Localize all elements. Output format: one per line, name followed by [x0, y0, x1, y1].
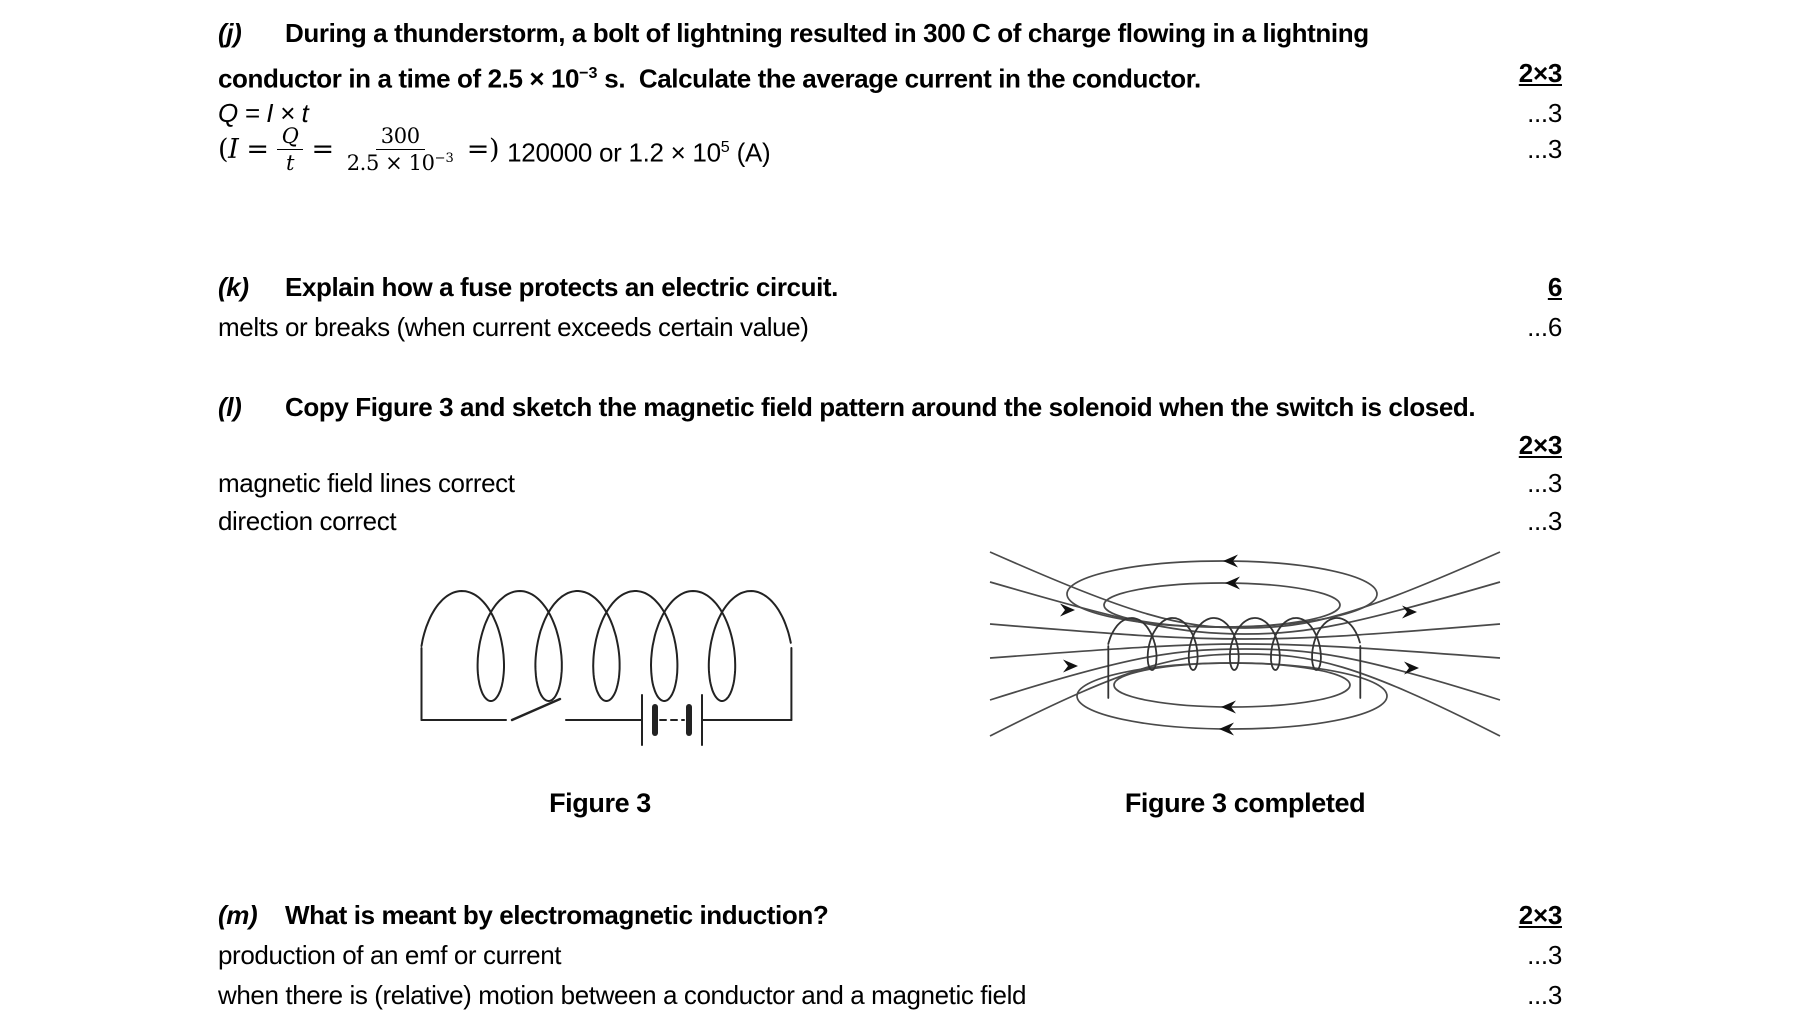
figure3-completed-svg [989, 551, 1501, 737]
question-l-point1: magnetic field lines correct [218, 468, 515, 498]
question-j-marks-total: 2×3 [1518, 58, 1563, 88]
question-j-text1: During a thunderstorm, a bolt of lightni… [285, 18, 1369, 48]
question-j-formula: (I = Q t = 300 2.5 × 10−3 =) 120000 or 1… [218, 124, 771, 176]
question-k-answer-marks: ...6 [1527, 312, 1562, 342]
question-m-point2-marks: ...3 [1527, 980, 1562, 1010]
question-j-line2: conductor in a time of 2.5 × 10−3 s. Cal… [218, 58, 1201, 94]
figure3-completed-caption: Figure 3 completed [1124, 788, 1366, 818]
figure3-circuit-svg [420, 589, 793, 746]
question-m-label: (m) [218, 900, 258, 930]
question-m-line: (m) What is meant by electromagnetic indu… [218, 900, 829, 930]
question-j-text2: conductor in a time of 2.5 × 10 [218, 63, 580, 94]
question-j-line1: (j) During a thunderstorm, a bolt of ligh… [218, 18, 1369, 48]
question-j-exponent: −3 [579, 64, 598, 82]
question-l-label: (l) [218, 392, 242, 422]
formula-denominator-exponent: −3 [434, 151, 454, 167]
question-j-work2-marks: ...3 [1527, 134, 1562, 164]
question-k-answer: melts or breaks (when current exceeds ce… [218, 312, 809, 342]
formula-result: 120000 or 1.2 × 105 (A) [507, 137, 771, 168]
question-j-work1-marks: ...3 [1527, 98, 1562, 128]
question-k-marks-total: 6 [1547, 272, 1562, 302]
question-l-text: Copy Figure 3 and sketch the magnetic fi… [285, 392, 1476, 422]
question-m-point1-marks: ...3 [1527, 940, 1562, 970]
question-l-point1-marks: ...3 [1527, 468, 1562, 498]
question-l-point2-marks: ...3 [1527, 506, 1562, 536]
question-k-text: Explain how a fuse protects an electric … [285, 272, 838, 302]
question-j-text3: s. Calculate the average current in the … [597, 63, 1201, 94]
question-j-work1: Q = I × t [218, 98, 309, 128]
formula-eq2: = [311, 133, 334, 165]
figure3-caption: Figure 3 [549, 788, 651, 818]
question-j-label: (j) [218, 18, 242, 48]
formula-fraction-qt: Q t [276, 124, 304, 175]
question-k-line: (k) Explain how a fuse protects an electr… [218, 272, 838, 302]
question-l-point2: direction correct [218, 506, 397, 536]
question-m-text: What is meant by electromagnetic inducti… [285, 900, 829, 930]
formula-close: =) [466, 133, 500, 165]
question-k-label: (k) [218, 272, 249, 302]
question-m-point1: production of an emf or current [218, 940, 562, 970]
question-l-line: (l) Copy Figure 3 and sketch the magnetic… [218, 392, 1476, 422]
formula-open: (I [218, 133, 239, 165]
formula-eq1: = [246, 133, 269, 165]
question-l-marks-total: 2×3 [1518, 430, 1563, 460]
question-m-point2: when there is (relative) motion between … [218, 980, 1026, 1010]
question-m-marks-total: 2×3 [1518, 900, 1563, 930]
formula-fraction-values: 300 2.5 × 10−3 [346, 124, 454, 176]
formula-result-exponent: 5 [720, 137, 730, 156]
